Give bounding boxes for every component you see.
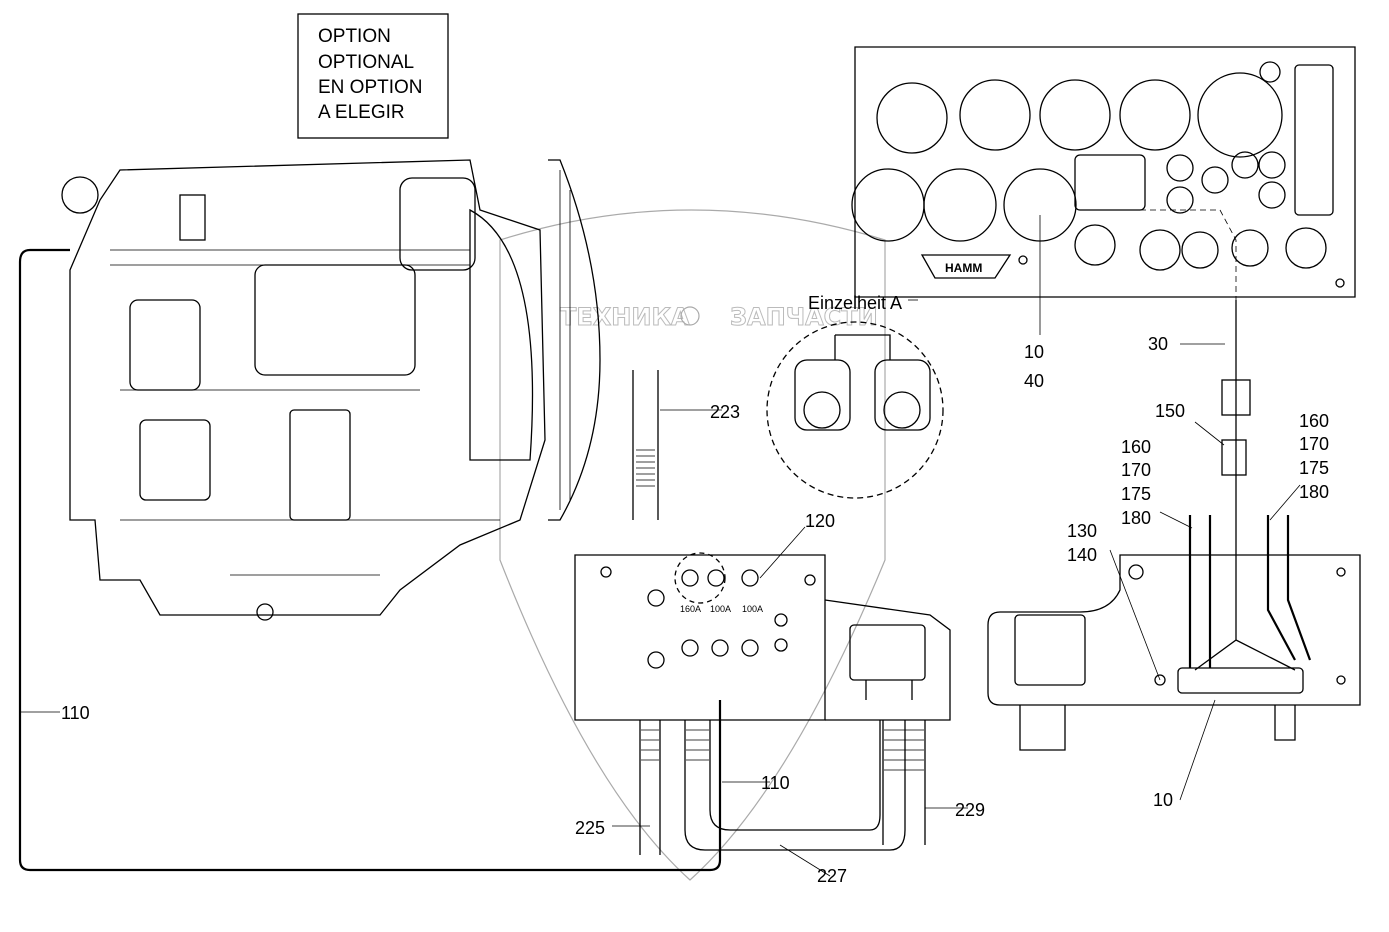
watermark-left: ТЕХНИКА	[560, 303, 690, 331]
callout-130: 130	[1067, 521, 1097, 541]
fuse-terminals	[600, 566, 816, 669]
callout-160-right: 160	[1299, 411, 1329, 431]
fuse-rating-1: 160A	[680, 604, 701, 614]
callout-225: 225	[575, 818, 605, 838]
callout-140: 140	[1067, 545, 1097, 565]
callout-170-left: 170	[1121, 460, 1151, 480]
watermark: ТЕХНИКА ЗАПЧАСТИ	[499, 209, 886, 881]
option-note-box: OPTION OPTIONAL EN OPTION A ELEGIR	[297, 13, 449, 139]
callout-120: 120	[805, 511, 835, 531]
callout-10-top: 10	[1024, 342, 1044, 362]
detail-a	[766, 321, 944, 499]
callout-229: 229	[955, 800, 985, 820]
callout-175-left: 175	[1121, 484, 1151, 504]
fuse-box: 160A 100A 100A	[574, 552, 951, 721]
callout-227: 227	[817, 866, 847, 886]
callout-180-left: 180	[1121, 508, 1151, 528]
lower-cables	[639, 720, 926, 855]
watermark-right: ЗАПЧАСТИ	[730, 303, 878, 331]
callout-175-right: 175	[1299, 458, 1329, 478]
hamm-logo: HAMM	[945, 261, 982, 275]
key-icon	[1259, 61, 1281, 83]
callout-180-right: 180	[1299, 482, 1329, 502]
callout-110-mid: 110	[761, 773, 790, 793]
callout-150: 150	[1155, 401, 1185, 421]
instrument-panel: HAMM	[851, 46, 1356, 298]
cable-110	[18, 248, 722, 872]
engine-drawing	[61, 159, 601, 621]
option-line-3: EN OPTION	[318, 77, 423, 98]
callout-170-right: 170	[1299, 434, 1329, 454]
cable-223	[632, 370, 659, 520]
callout-30: 30	[1148, 334, 1168, 354]
fuse-rating-2: 100A	[710, 604, 731, 614]
relay-box	[987, 300, 1361, 751]
option-line-2: OPTIONAL	[318, 52, 414, 73]
callout-10-bottom: 10	[1153, 790, 1173, 810]
detail-a-label: Einzelheit A	[808, 293, 902, 313]
fuse-rating-3: 100A	[742, 604, 763, 614]
gear-icon	[680, 306, 700, 326]
leader-lines	[20, 215, 1301, 877]
callout-223: 223	[710, 402, 740, 422]
option-line-1: OPTION	[318, 26, 391, 47]
option-line-4: A ELEGIR	[318, 102, 405, 123]
callout-110-left: 110	[61, 703, 90, 723]
callout-160-left: 160	[1121, 437, 1151, 457]
callout-40: 40	[1024, 371, 1044, 391]
